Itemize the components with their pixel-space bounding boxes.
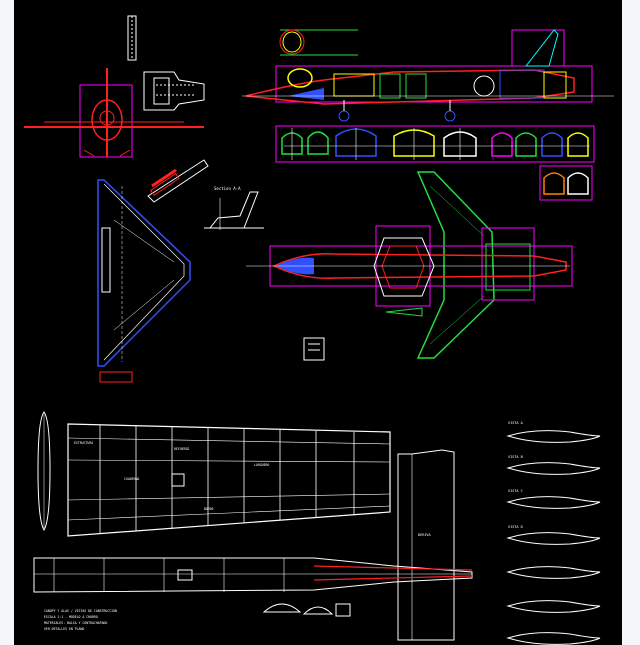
svg-text:LARGUERO: LARGUERO [254,463,269,467]
svg-text:REFUERZO: REFUERZO [174,447,189,451]
section-label-b: VISTA B [508,455,523,459]
svg-text:ESTRUCTURA: ESTRUCTURA [74,441,93,445]
fin-detail: Section A-A [204,186,264,230]
cross-sections: VISTA A VISTA B VISTA C VISTA D [506,421,601,645]
fuselage-plan: CANOPY Y ALAS / VISTAS DE CONSTRUCCION E… [33,557,473,631]
svg-text:DERIVA: DERIVA [418,533,432,537]
top-view [246,171,573,361]
svg-text:CUADERNA: CUADERNA [124,477,139,481]
svg-text:BORDE: BORDE [204,507,214,511]
section-label-c: VISTA C [508,489,523,493]
svg-text:VER DETALLES EN PLANO: VER DETALLES EN PLANO [44,627,84,631]
cad-drawing-svg: Section A-A [24,15,614,645]
section-label-d: VISTA D [508,525,523,529]
wing-construction: ESTRUCTURA REFUERZO LARGUERO CUADERNA BO… [37,411,455,641]
section-label-a: VISTA A [508,421,524,425]
wing-planform-left [97,159,209,383]
svg-text:MATERIALES: BALSA Y CONTRACHAP: MATERIALES: BALSA Y CONTRACHAPADO [44,621,107,625]
side-view [242,29,614,122]
svg-text:Section A-A: Section A-A [214,186,241,191]
cad-drawing-sheet: Section A-A [14,0,622,645]
svg-text:ESCALA 1:1 - MODELO A CHORRO: ESCALA 1:1 - MODELO A CHORRO [44,615,98,619]
fuselage-formers [275,125,595,201]
svg-text:CANOPY Y ALAS / VISTAS DE CONS: CANOPY Y ALAS / VISTAS DE CONSTRUCCION [44,609,117,613]
front-view [24,15,205,158]
